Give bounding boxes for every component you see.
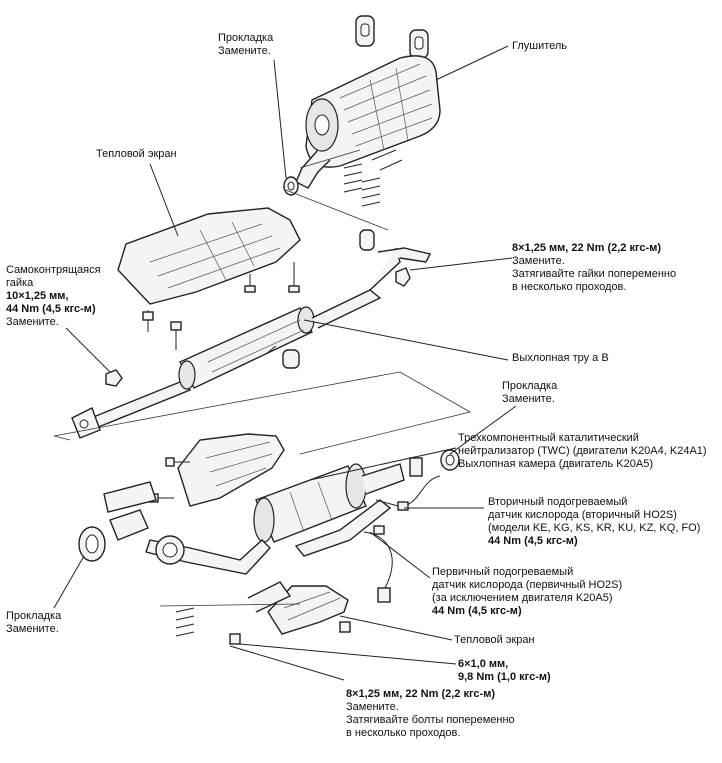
nut-spec-tighten: Затягивайте гайки попеременно: [512, 268, 677, 280]
front-pipe: [103, 481, 271, 575]
selflock-nut: гайка: [6, 277, 34, 289]
secondary-ho2s-line-3: (модели KE, KG, KS, KR, KU, KZ, KQ, FO): [488, 522, 701, 534]
nut-spec-replace: Замените.: [512, 255, 565, 267]
selflock-size: 10×1,25 мм,: [6, 290, 69, 302]
selflock-torque: 44 Nm (4,5 кгс-м): [6, 303, 96, 315]
secondary-ho2s-torque: 44 Nm (4,5 кгс-м): [488, 535, 578, 547]
nut-top: [395, 267, 411, 287]
bolt-spec-bottom-tighten: Затягивайте болты попеременно: [346, 714, 515, 726]
twc-line-2: нейтрализатор (TWC) (двигатели K20A4, K2…: [458, 445, 707, 457]
label-gasket-top: Прокладка Замените.: [218, 32, 273, 58]
heat-shield-catalyst: [177, 433, 285, 507]
label-exhaust-pipe: Выхлопная тру а В: [512, 352, 609, 364]
label-bolt-spec: 6×1,0 мм, 9,8 Nm (1,0 кгс-м): [458, 658, 551, 684]
nut-spec-torque: 8×1,25 мм, 22 Nm (2,2 кгс-м): [512, 242, 661, 254]
gasket-mid-title: Прокладка: [502, 380, 558, 392]
self-locking-nut: [105, 369, 123, 387]
primary-ho2s-torque: 44 Nm (4,5 кгс-м): [432, 605, 522, 617]
gasket-top-title: Прокладка: [218, 32, 274, 44]
gasket-mid-note: Замените.: [502, 393, 555, 405]
muffler-springs: [343, 149, 403, 207]
gasket-top-note: Замените.: [218, 45, 271, 57]
label-gasket-mid: Прокладка Замените.: [502, 380, 557, 406]
muffler: [295, 55, 441, 189]
label-twc: Трехкомпонентный каталитический нейтрали…: [458, 432, 707, 471]
label-gasket-bottom: Прокладка Замените.: [6, 610, 61, 636]
label-heat-shield-bottom: Тепловой экран: [454, 634, 535, 646]
gasket-mid: [440, 449, 460, 471]
heat-shield-bolts: [142, 262, 300, 350]
label-heat-shield-top: Тепловой экран: [96, 148, 177, 160]
bolts-bottom: [175, 607, 351, 645]
nut-spec-passes: в несколько проходов.: [512, 281, 627, 293]
heat-shield-bottom: [247, 581, 349, 635]
label-self-locking-nut: Самоконтрящаяся гайка 10×1,25 мм, 44 Nm …: [6, 264, 101, 329]
twc-line-1: Трехкомпонентный каталитический: [458, 432, 639, 444]
leader-lines: [53, 45, 517, 681]
primary-ho2s-line-3: (за исключением двигателя K20A5): [432, 592, 613, 604]
bolt-spec-bottom-passes: в несколько проходов.: [346, 727, 461, 739]
label-primary-ho2s: Первичный подогреваемый датчик кислорода…: [432, 566, 622, 618]
gasket-bottom-title: Прокладка: [6, 610, 62, 622]
muffler-hanger-left: [355, 15, 375, 47]
label-nut-spec-top: 8×1,25 мм, 22 Nm (2,2 кгс-м) Замените. З…: [512, 242, 676, 294]
primary-ho2s-line-2: датчик кислорода (первичный HO2S): [432, 579, 623, 591]
catalytic-converter: [253, 463, 405, 557]
label-muffler: Глушитель: [512, 40, 568, 52]
label-secondary-ho2s: Вторичный подогреваемый датчик кислорода…: [488, 496, 700, 548]
gasket-bottom: [78, 526, 106, 562]
bolt-spec-bottom-torque: 8×1,25 мм, 22 Nm (2,2 кгс-м): [346, 688, 495, 700]
primary-ho2s-line-1: Первичный подогреваемый: [432, 566, 574, 578]
bolt-spec-torque: 9,8 Nm (1,0 кгс-м): [458, 671, 551, 683]
exhaust-pipe-b: [71, 229, 432, 439]
label-bolt-spec-bottom: 8×1,25 мм, 22 Nm (2,2 кгс-м) Замените. З…: [346, 688, 515, 740]
muffler-hanger-right: [409, 29, 429, 59]
heat-shield-top: [117, 207, 301, 305]
secondary-ho2s-line-1: Вторичный подогреваемый: [488, 496, 628, 508]
bolt-spec-bottom-replace: Замените.: [346, 701, 399, 713]
secondary-ho2s-line-2: датчик кислорода (вторичный HO2S): [488, 509, 677, 521]
secondary-ho2s-sensor: [375, 457, 441, 511]
primary-ho2s-sensor: [363, 525, 393, 603]
selflock-title: Самоконтрящаяся: [6, 264, 101, 276]
twc-line-3: Выхлопная камера (двигатель K20A5): [458, 458, 653, 470]
bolt-spec-size: 6×1,0 мм,: [458, 658, 509, 670]
gasket-bottom-note: Замените.: [6, 623, 59, 635]
selflock-replace: Замените.: [6, 316, 59, 328]
